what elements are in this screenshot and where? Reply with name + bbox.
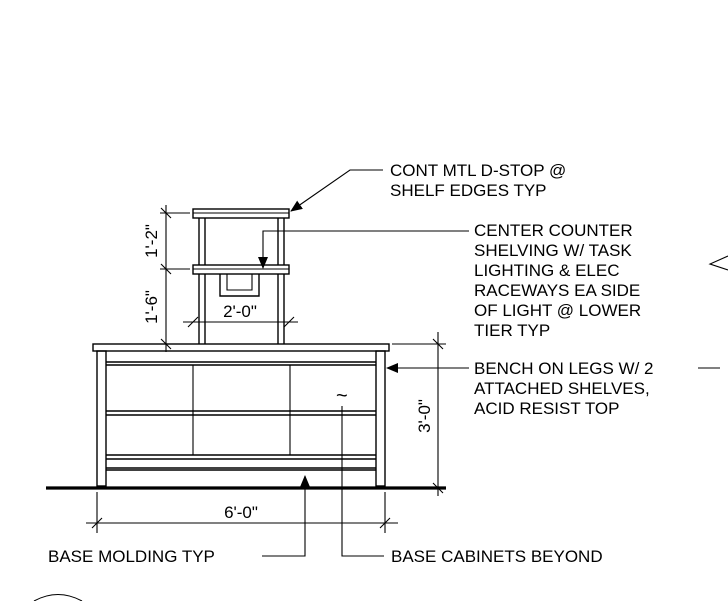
task-light-raceway [219,274,260,297]
note-bench-line3: ACID RESIST TOP [474,399,620,418]
bench [92,343,390,487]
dim-shelf-width: 2'-0" [183,302,298,328]
cabinet-mark: ~ [336,385,348,407]
bench-leg-right [375,350,386,487]
note-base-cabinets: BASE CABINETS BEYOND [391,547,603,566]
dim-shelf-lower-text: 1'-6" [142,290,161,324]
leader-bench: BENCH ON LEGS W/ 2 ATTACHED SHELVES, ACI… [386,359,720,418]
center-shelving [192,208,290,344]
note-center-shelving-line6: TIER TYP [474,321,550,340]
leader-center-shelving: CENTER COUNTER SHELVING W/ TASK LIGHTING… [258,221,641,340]
note-center-shelving-line2: SHELVING W/ TASK [474,241,632,260]
bench-top [92,343,390,352]
leader-d-stop: CONT MTL D-STOP @ SHELF EDGES TYP [290,161,566,212]
cropped-arrow-fragment [708,255,728,271]
note-bench-line1: BENCH ON LEGS W/ 2 [474,359,653,378]
dim-shelf-width-text: 2'-0" [223,302,257,321]
note-d-stop-line1: CONT MTL D-STOP @ [390,161,566,180]
dim-shelf-lower: 1'-6" [142,270,190,352]
dim-shelf-upper: 1'-2" [142,205,190,275]
bench-leg-left [96,350,107,487]
note-center-shelving-line3: LIGHTING & ELEC [474,261,619,280]
dim-bench-width: 6'-0" [86,492,398,533]
note-center-shelving-line5: OF LIGHT @ LOWER [474,301,641,320]
note-center-shelving-line1: CENTER COUNTER [474,221,633,240]
note-bench-line2: ATTACHED SHELVES, [474,379,650,398]
cropped-section-symbol [33,593,83,601]
dim-bench-height-text: 3'-0" [415,399,434,433]
dim-shelf-upper-text: 1'-2" [142,224,161,258]
dim-bench-width-text: 6'-0" [224,503,258,522]
leader-base-cabinets: ~ BASE CABINETS BEYOND [336,385,603,566]
leader-base-molding: BASE MOLDING TYP [48,475,310,566]
note-center-shelving-line4: RACEWAYS EA SIDE [474,281,640,300]
dim-bench-height: 3'-0" [392,332,446,496]
note-base-molding: BASE MOLDING TYP [48,547,215,566]
note-d-stop-line2: SHELF EDGES TYP [390,181,547,200]
